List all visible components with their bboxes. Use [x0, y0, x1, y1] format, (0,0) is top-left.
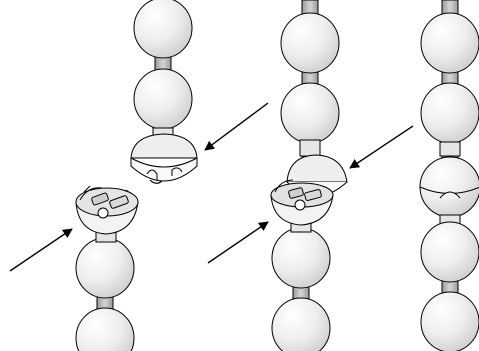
bead-icon — [280, 82, 340, 144]
bead-icon — [280, 12, 340, 74]
bead-icon — [420, 12, 479, 74]
bead-icon — [271, 297, 331, 351]
arrow-icon — [9, 228, 73, 272]
bead-icon — [75, 237, 135, 299]
bead-icon — [420, 82, 479, 144]
bead-icon — [271, 227, 331, 289]
arrow-icon — [207, 221, 269, 264]
connector-cup-icon — [130, 133, 198, 184]
bead-icon — [420, 221, 479, 283]
connector-cup-icon — [270, 179, 334, 226]
neck-icon — [299, 139, 321, 157]
bead-icon — [75, 307, 135, 351]
step-2-engaging — [207, 0, 414, 351]
bead-icon — [133, 68, 193, 130]
connector-cup-icon — [75, 185, 139, 235]
step-1-separated — [9, 0, 269, 351]
arrow-icon — [204, 102, 269, 151]
neck-icon — [439, 141, 461, 157]
step-3-joined — [419, 0, 479, 351]
connector-sphere-icon — [419, 156, 479, 218]
bead-icon — [420, 291, 479, 351]
arrow-icon — [349, 125, 414, 169]
bead-icon — [133, 0, 193, 59]
